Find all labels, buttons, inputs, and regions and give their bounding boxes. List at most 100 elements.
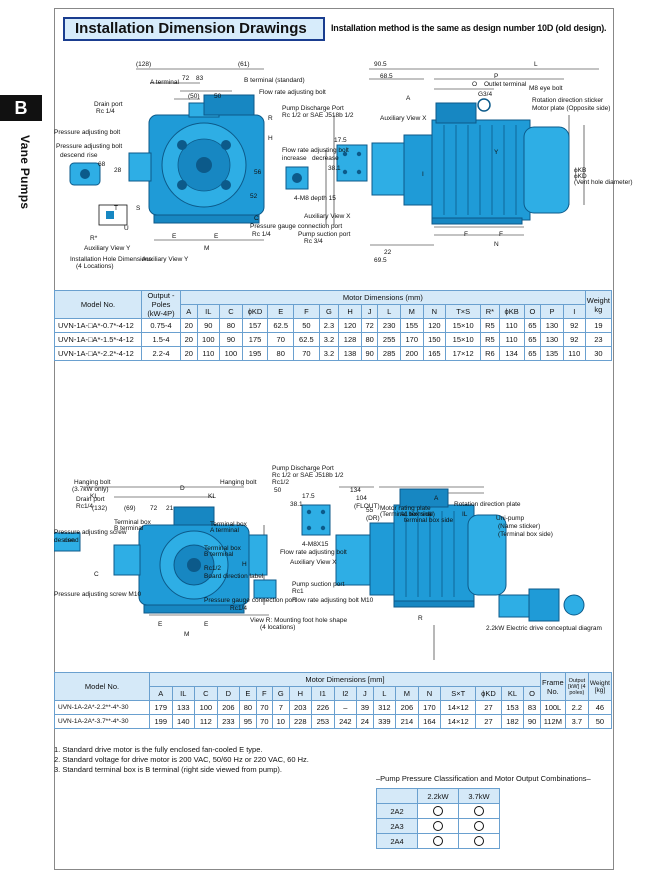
t1-cell: 50 — [293, 318, 320, 333]
t1-cell: 20 — [180, 332, 198, 347]
t1-cell: 90 — [219, 332, 243, 347]
t1-col-header: M — [399, 304, 424, 319]
t2-col-header: I2 — [333, 686, 358, 701]
drawing-2-label: (FLOUT) — [354, 503, 380, 510]
drawing-1-label: H — [268, 135, 273, 142]
drawing-2-label: Terminal box — [114, 519, 151, 526]
combo-cell — [417, 818, 459, 834]
drawing-1-label: 22 — [384, 249, 392, 256]
t1-col-header: T×S — [445, 304, 482, 319]
drawing-2-label: C — [94, 571, 99, 578]
t1-cell: 90 — [360, 346, 379, 361]
drawing-1-label: U — [124, 225, 129, 232]
t1-cell: 195 — [241, 346, 269, 361]
circle-icon — [433, 836, 443, 846]
t1-weight: 19 — [584, 318, 613, 333]
t1-cell: 170 — [399, 332, 424, 347]
t1-output: 0.75-4 — [141, 318, 181, 333]
t2-col-header: IL — [171, 686, 196, 701]
t1-cell: R6 — [480, 346, 500, 361]
drawing-2-label: Rc1/4 — [76, 503, 93, 510]
t1-col-header: ϕKB — [498, 304, 525, 319]
t1-col-header: L — [377, 304, 401, 319]
table-row: 2A3 — [376, 818, 500, 834]
t1-cell: 20 — [180, 318, 198, 333]
t2-frame: 112M — [539, 714, 566, 729]
page-title: Installation Dimension Drawings — [75, 20, 307, 37]
t2-cell: 170 — [417, 700, 442, 715]
t1-col-header: N — [422, 304, 447, 319]
drawing-2-label: Rc1/2 — [272, 479, 289, 486]
t1-cell: 65 — [523, 346, 542, 361]
t1-cell: 110 — [498, 318, 525, 333]
drawing-1-label: Installation Hole Dimensions — [70, 256, 153, 263]
t2-col-header: S×T — [440, 686, 477, 701]
t2-col-header: A — [149, 686, 173, 701]
drawing-2-label: KL — [208, 493, 216, 500]
combo-cell — [458, 803, 500, 819]
t1-cell: 255 — [377, 332, 401, 347]
drawing-1-label: Outlet terminal — [484, 81, 527, 88]
t1-cell: 285 — [377, 346, 401, 361]
t2-col-header: O — [523, 686, 541, 701]
t1-weight: 23 — [584, 332, 613, 347]
t2-col-header: J — [356, 686, 374, 701]
drawing-1-label: Auxiliary View Y — [84, 245, 131, 252]
t2-cell: 70 — [255, 700, 274, 715]
drawing-2-label: Rc1/4 — [230, 605, 247, 612]
t1-col-header: G — [318, 304, 340, 319]
t2-cell: 140 — [171, 714, 196, 729]
drawing-1-label: ϕKD — [574, 173, 587, 180]
t2-model: UVN-1A-2A*-2.2**-4*-30 — [54, 700, 150, 715]
t1-col-header: A — [180, 304, 198, 319]
drawing-1-label: E — [214, 233, 219, 240]
drawing-1-label: M8 eye bolt — [529, 85, 563, 92]
drawing-1-label: T — [114, 205, 118, 212]
drawing-1-label: (128) — [136, 61, 152, 68]
t1-cell: 150 — [422, 332, 447, 347]
t2-col-header: L — [372, 686, 397, 701]
drawing-1-label: 69.5 — [374, 257, 387, 264]
t1-cell: 130 — [540, 318, 564, 333]
drawing-2-label: IL — [462, 511, 468, 518]
t2-col-header: C — [194, 686, 218, 701]
drawing-1-label: M — [204, 245, 210, 252]
t1-cell: 65 — [523, 318, 542, 333]
combo-col-header: 2.2kW — [417, 788, 459, 804]
drawing-2-label: B terminal — [204, 551, 234, 558]
drawing-2-svg — [53, 486, 585, 660]
drawing-2-label: H — [242, 561, 247, 568]
note-line: 1. Standard drive motor is the fully enc… — [54, 745, 263, 754]
combo-title: –Pump Pressure Classification and Motor … — [376, 774, 591, 783]
t2-cell: 253 — [311, 714, 335, 729]
drawing-1-label: Auxiliary View X — [380, 115, 427, 122]
table-row: 2A2 — [376, 803, 500, 819]
drawing-1-label: ϕKB — [574, 167, 587, 174]
drawing-2-label: Flow rate adjusting bolt M10 — [292, 597, 374, 604]
side-label: Vane Pumps — [18, 135, 32, 210]
drawing-2-label: Terminal box — [210, 521, 247, 528]
t1-head-motor: Motor Dimensions (mm) — [180, 290, 586, 305]
drawing-2-label: Drain port — [76, 496, 105, 503]
table-row: 2A4 — [376, 833, 500, 849]
drawing-1-label: 83 — [196, 75, 204, 82]
combo-cell — [417, 833, 459, 849]
t1-col-header: IL — [196, 304, 221, 319]
t1-cell: 92 — [562, 332, 586, 347]
t1-cell: 120 — [338, 318, 362, 333]
t1-cell: 17×12 — [445, 346, 482, 361]
t2-head-frame: Frame No. — [539, 672, 566, 701]
drawing-2-label: D — [180, 485, 185, 492]
page-subtitle: Installation method is the same as desig… — [331, 23, 607, 33]
t2-output: 2.2 — [564, 700, 589, 715]
drawing-1-label: C — [254, 215, 259, 222]
t2-col-header: KL — [500, 686, 525, 701]
drawing-2-label: (DR) — [366, 515, 380, 522]
t1-cell: 165 — [422, 346, 447, 361]
drawing-1-label: 17.5 — [334, 137, 347, 144]
drawing-2-label: Terminal box — [204, 545, 241, 552]
t1-cell: R5 — [480, 318, 500, 333]
